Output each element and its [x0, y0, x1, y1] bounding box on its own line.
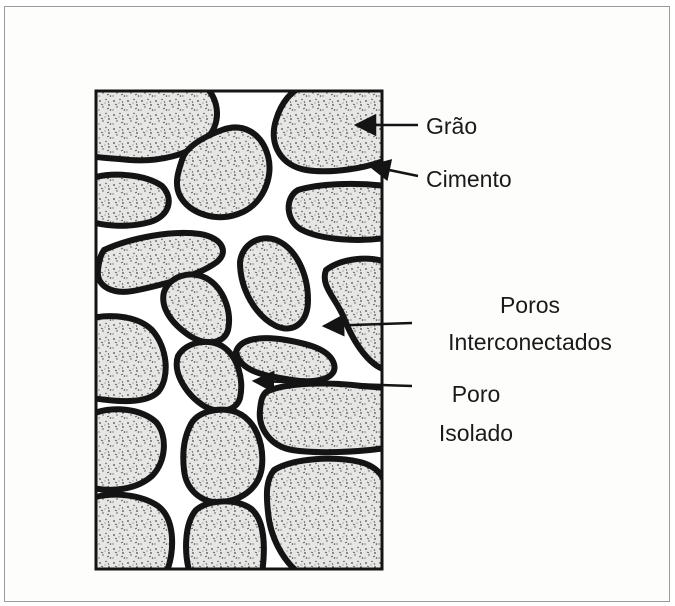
- grain: [92, 316, 166, 401]
- interconnected-pores-label-line1: Poros: [500, 292, 560, 318]
- grain: [267, 459, 386, 574]
- grain: [92, 175, 169, 226]
- grain: [183, 410, 262, 503]
- grain: [274, 86, 386, 171]
- interconnected-pores-label-line2: Interconectados: [448, 329, 612, 355]
- isolated-pore-label-line2: Isolado: [439, 420, 513, 446]
- grain: [289, 184, 386, 240]
- isolated-pore-label-line1: Poro: [452, 381, 501, 407]
- cement-label: Cimento: [426, 166, 512, 192]
- grain-label: Grão: [426, 113, 477, 139]
- grain: [92, 409, 164, 489]
- grain: [260, 384, 386, 453]
- grain: [186, 501, 264, 574]
- grain: [92, 495, 172, 574]
